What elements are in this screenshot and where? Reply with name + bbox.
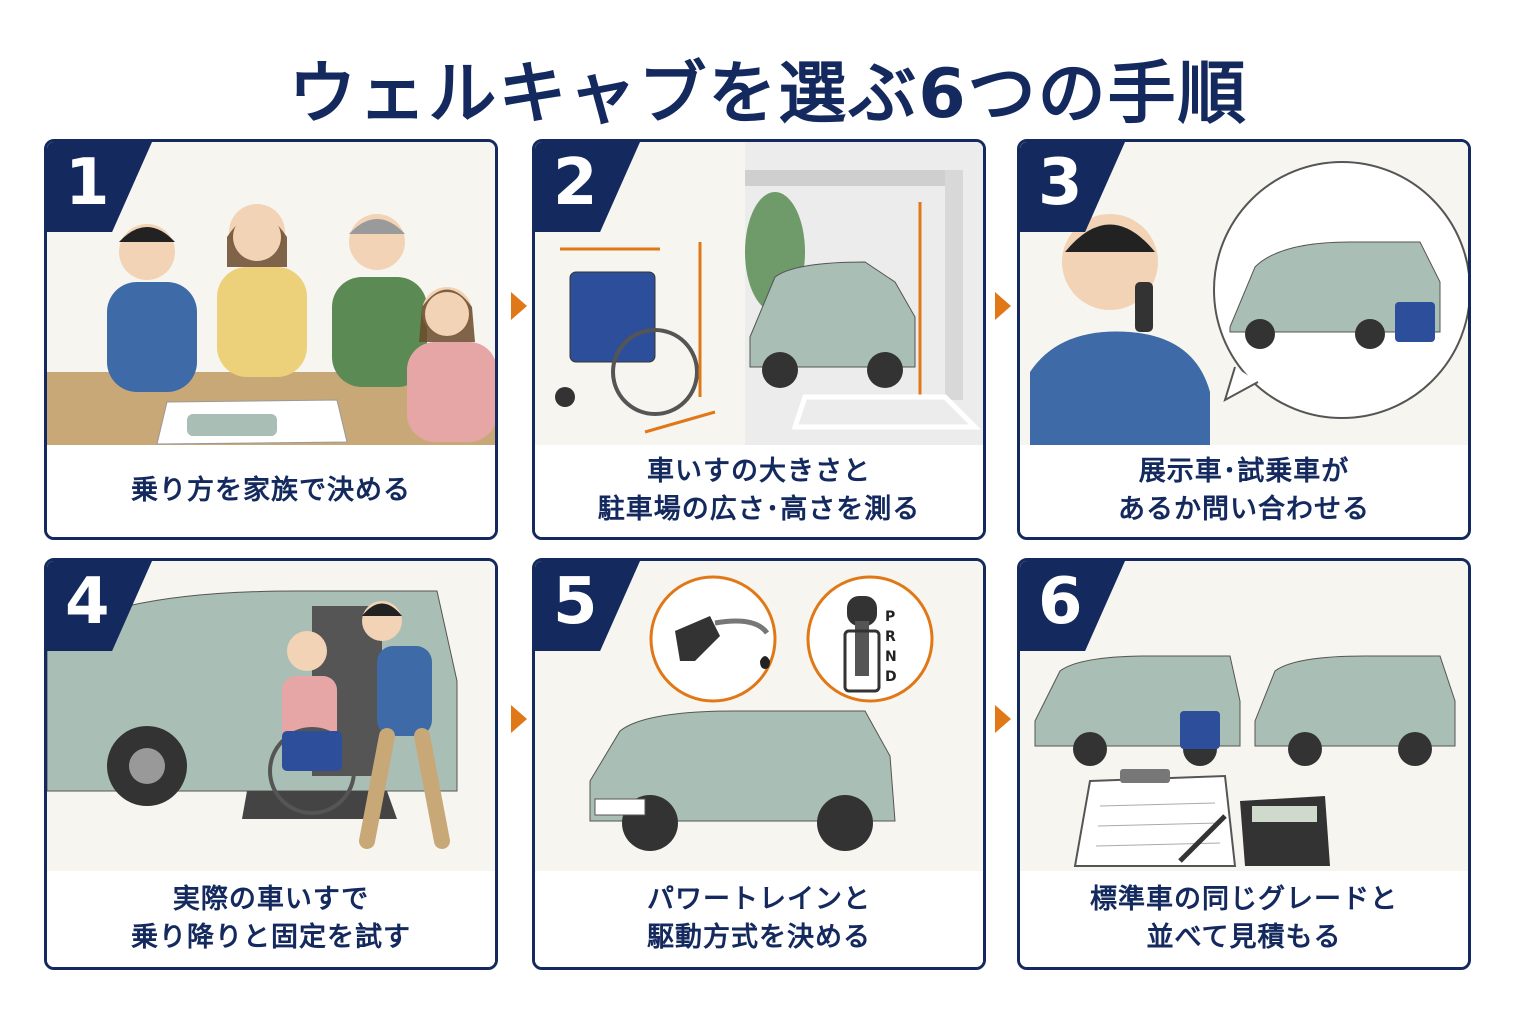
gear-label-d: D (885, 669, 897, 685)
family-discussion-illustration (47, 142, 495, 447)
gear-label-r: R (885, 629, 896, 645)
caption-line-1: 車いすの大きさと (647, 456, 871, 487)
gear-label-n: N (885, 649, 897, 665)
step-card-6: 6 標準車の同じグレードと 並べて見積もる (1017, 558, 1471, 970)
step-caption: 実際の車いすで 乗り降りと固定を試す (47, 871, 495, 967)
step-card-1: 1 乗り方を家族で決める (44, 139, 498, 540)
step-card-2: 2 車いすの大きさと 駐車場の広さ･高さを測る (532, 139, 986, 540)
compare-estimate-illustration (1020, 561, 1468, 876)
measure-wheelchair-parking-illustration (535, 142, 983, 447)
arrow-icon (995, 705, 1011, 733)
arrow-icon (995, 292, 1011, 320)
gear-label-p: P (885, 609, 895, 625)
caption-line-2: 駐車場の広さ･高さを測る (597, 494, 921, 525)
step-card-5: P R N D 5 パワートレインと 駆動方式を決める (532, 558, 986, 970)
caption-line-2: 乗り降りと固定を試す (131, 922, 411, 953)
step-caption: 展示車･試乗車が あるか問い合わせる (1020, 445, 1468, 537)
step-caption: パワートレインと 駆動方式を決める (535, 871, 983, 967)
step-caption: 標準車の同じグレードと 並べて見積もる (1020, 871, 1468, 967)
caption-line-2: 駆動方式を決める (647, 922, 871, 953)
arrow-icon (511, 292, 527, 320)
step-card-3: 3 展示車･試乗車が あるか問い合わせる (1017, 139, 1471, 540)
step-caption: 乗り方を家族で決める (47, 445, 495, 537)
caption-line-1: 実際の車いすで (172, 884, 370, 915)
wheelchair-boarding-illustration (47, 561, 495, 876)
arrow-icon (511, 705, 527, 733)
caption-line-1: 乗り方を家族で決める (131, 475, 411, 506)
step-caption: 車いすの大きさと 駐車場の広さ･高さを測る (535, 445, 983, 537)
caption-line-1: 展示車･試乗車が (1138, 456, 1350, 487)
caption-line-2: 並べて見積もる (1146, 922, 1342, 953)
caption-line-1: 標準車の同じグレードと (1090, 884, 1398, 915)
step-card-4: 4 実際の車いすで 乗り降りと固定を試す (44, 558, 498, 970)
page-title: ウェルキャブを選ぶ6つの手順 (288, 55, 1248, 134)
caption-line-2: あるか問い合わせる (1118, 494, 1370, 525)
caption-line-1: パワートレインと (647, 884, 871, 915)
